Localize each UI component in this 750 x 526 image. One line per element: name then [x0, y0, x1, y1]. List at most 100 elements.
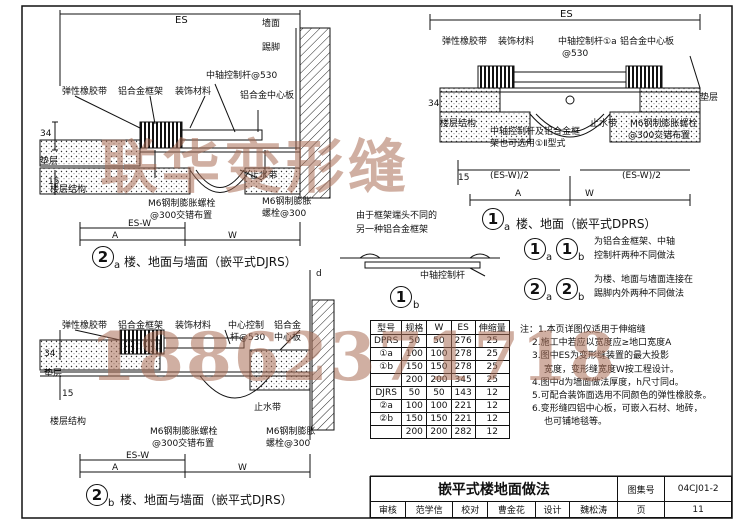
table-cell: ①b — [369, 360, 403, 374]
note-line: 注：1.本页详图仅适用于伸缩缝 — [520, 325, 646, 335]
table-cell: 100 — [401, 347, 428, 361]
table-header-cell: W — [426, 320, 452, 335]
table-cell: 278 — [450, 347, 476, 361]
d2a-bolt-right-2: 螺栓@300 — [262, 209, 307, 219]
review-label: 审核 — [370, 501, 406, 518]
table-cell: 150 — [401, 412, 428, 426]
legend-row2-sub2: b — [578, 292, 585, 303]
d2a-circle: 2 — [92, 246, 114, 268]
drawing-1a-lines — [429, 14, 701, 206]
checker-name: 曹金花 — [487, 501, 536, 518]
table-cell: 276 — [450, 334, 476, 348]
table-cell: 25 — [474, 373, 510, 387]
d2a-dim-34: 34 — [40, 129, 52, 139]
legend-row2-sub1: a — [546, 292, 553, 303]
table-cell — [369, 425, 403, 439]
d1a-bolt2: @300交错布置 — [628, 131, 691, 141]
atlas-label: 图集号 — [616, 476, 666, 502]
table-cell: 143 — [450, 386, 476, 400]
legend-row2-circle2: 2 — [556, 278, 578, 300]
table-cell: DPRS — [369, 334, 403, 348]
d2a-title: 楼、地面与墙面（嵌平式DJRS） — [124, 255, 297, 269]
designer-name: 魏松涛 — [569, 501, 618, 518]
d1a-dim-w: W — [585, 189, 594, 199]
table-cell: 12 — [474, 386, 510, 400]
d1b-desc1: 由于框架端头不同的 — [356, 211, 438, 221]
d1a-bolt: M6钢制膨胀螺栓 — [630, 119, 698, 129]
design-label: 设计 — [534, 501, 571, 518]
note-line: 也可铺地毯等。 — [544, 417, 608, 428]
table-cell: 12 — [474, 412, 510, 426]
d1a-screed: 垫层 — [700, 93, 719, 103]
table-cell: 12 — [474, 399, 510, 413]
table-header-cell: 型号 — [369, 320, 403, 335]
table-cell: 200 — [401, 425, 428, 439]
d1b-desc2: 另一种铝合金框架 — [356, 225, 429, 235]
legend-row1-sub2: b — [578, 252, 585, 263]
d2a-baseboard: 踢脚 — [262, 43, 281, 53]
d1a-at530: @530 — [562, 49, 589, 59]
d2b-bolt-left2: @300交错布置 — [152, 439, 215, 449]
d2b-center-rod2: 杆@530 — [230, 333, 266, 343]
table-cell: 12 — [474, 425, 510, 439]
d2b-floor-structure: 楼层结构 — [50, 417, 87, 427]
reviewer-name: 范学信 — [404, 501, 454, 518]
d2a-sub: a — [114, 260, 121, 271]
d2a-dim-a: A — [112, 231, 119, 241]
d1a-decor: 装饰材料 — [498, 37, 535, 47]
d2a-es-w: ES-W — [128, 219, 152, 229]
d1b-rod: 中轴控制杆 — [420, 271, 466, 281]
table-cell: 150 — [426, 412, 452, 426]
d2b-screed: 垫层 — [44, 369, 63, 379]
table-cell: 278 — [450, 360, 476, 374]
table-cell: 150 — [401, 360, 428, 374]
table-cell: 50 — [401, 386, 428, 400]
d2a-al-center: 铝合金中心板 — [240, 91, 295, 101]
d2a-center-rod: 中轴控制杆@530 — [206, 71, 278, 81]
d2a-wall-face: 墙面 — [262, 19, 281, 29]
drawing-1b-lines — [340, 253, 500, 277]
d1a-note1: 中轴控制杆及铝合金框 — [490, 127, 581, 137]
legend-row2-text1: 为楼、地面与墙面连接在 — [594, 275, 694, 285]
table-cell: 25 — [474, 360, 510, 374]
table-cell: 150 — [426, 360, 452, 374]
table-cell: 100 — [426, 399, 452, 413]
d1a-es-label: ES — [560, 9, 573, 20]
table-cell: 200 — [401, 373, 428, 387]
d2a-dim-15: 15 — [48, 177, 60, 187]
d1a-circle: 1 — [482, 208, 504, 230]
d2b-rubber-strip: 弹性橡胶带 — [62, 321, 108, 331]
table-cell: 200 — [426, 425, 452, 439]
table-header-cell: 伸缩量 — [474, 320, 510, 335]
d2b-d: d — [316, 269, 322, 279]
d2b-dim-w: W — [238, 463, 247, 473]
title-block: 嵌平式楼地面做法 图集号 04CJ01-2 审核 范学信 校对 曹金花 设计 魏… — [370, 476, 732, 518]
d1a-water-stop: 止水带 — [590, 119, 618, 129]
d2b-al-center: 铝合金 — [274, 321, 302, 331]
d1a-floor-structure: 楼层结构 — [440, 119, 477, 129]
table-cell: 50 — [426, 334, 452, 348]
d2b-water-stop: 止水带 — [254, 403, 282, 413]
table-cell: ②a — [369, 399, 403, 413]
table-cell: 282 — [450, 425, 476, 439]
d1a-dim-15: 15 — [458, 173, 470, 183]
page-label: 页 — [616, 501, 666, 518]
spec-table-header: 型号 规格 W ES 伸缩量 — [369, 320, 510, 335]
d1a-al-center: 铝合金中心板 — [620, 37, 675, 47]
table-header-cell: 规格 — [401, 320, 428, 335]
d2a-bolt-right: M6钢制膨胀 — [262, 197, 312, 207]
d1a-title: 楼、地面（嵌平式DPRS） — [516, 217, 657, 231]
d2b-dim-15: 15 — [62, 389, 74, 399]
table-cell: 200 — [426, 373, 452, 387]
d2a-floor-structure: 楼层结构 — [50, 185, 87, 195]
d2b-bolt-left: M6钢制膨胀螺栓 — [150, 427, 218, 437]
